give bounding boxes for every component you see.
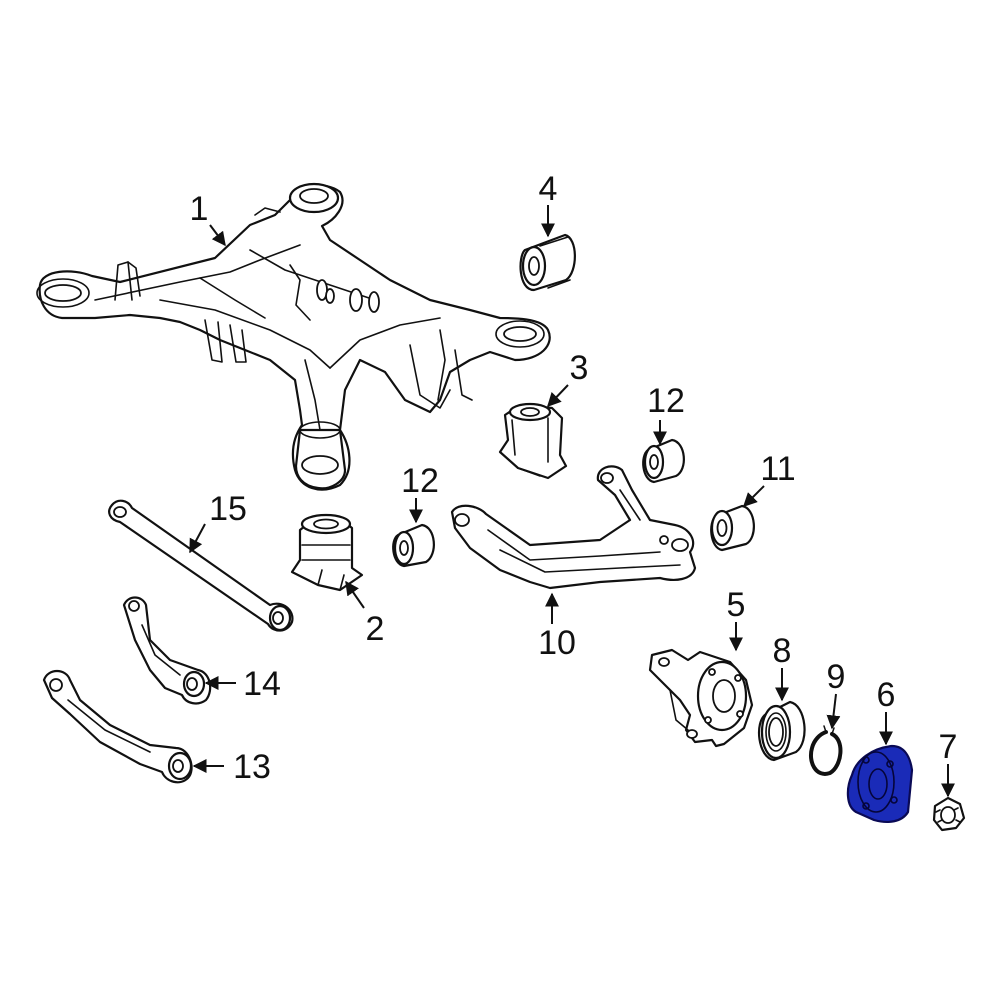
callout-7: 7 <box>939 728 958 766</box>
callout-6: 6 <box>877 676 896 714</box>
callout-labels: 1 2 3 4 5 6 7 8 9 10 11 12 12 13 14 15 <box>190 170 958 786</box>
link-arm-14-part[interactable] <box>122 596 212 705</box>
callout-13: 13 <box>233 748 271 786</box>
bushing-2-part[interactable] <box>290 513 364 592</box>
callout-1: 1 <box>190 190 209 228</box>
tie-rod-15-part[interactable] <box>108 499 294 632</box>
axle-nut-7-part[interactable] <box>932 796 966 832</box>
bushing-12-right-part[interactable] <box>642 438 685 484</box>
control-arm-10-part[interactable] <box>450 465 697 590</box>
hub-flange-6-part[interactable] <box>846 744 914 823</box>
callout-2: 2 <box>366 610 385 648</box>
callout-5: 5 <box>727 586 746 624</box>
callout-14: 14 <box>243 665 281 703</box>
callout-12-upper: 12 <box>647 382 685 420</box>
snap-ring-9-part[interactable] <box>809 725 843 776</box>
bushing-3-part[interactable] <box>498 402 568 480</box>
bushing-12-left-part[interactable] <box>392 523 435 568</box>
knuckle-5-part[interactable] <box>648 648 754 748</box>
callout-11: 11 <box>760 450 795 488</box>
subframe-part[interactable] <box>36 182 551 491</box>
callout-4: 4 <box>539 170 558 208</box>
callout-3: 3 <box>570 349 589 387</box>
bushing-11-part[interactable] <box>710 504 755 552</box>
callout-15: 15 <box>209 490 247 528</box>
callout-12-lower: 12 <box>401 462 439 500</box>
bushing-4-part[interactable] <box>519 233 576 292</box>
leader-lines <box>189 205 955 798</box>
callout-10: 10 <box>538 624 576 662</box>
callout-9: 9 <box>827 658 846 696</box>
link-arm-13-part[interactable] <box>42 669 193 784</box>
callout-8: 8 <box>773 632 792 670</box>
wheel-bearing-8-part[interactable] <box>758 700 806 762</box>
